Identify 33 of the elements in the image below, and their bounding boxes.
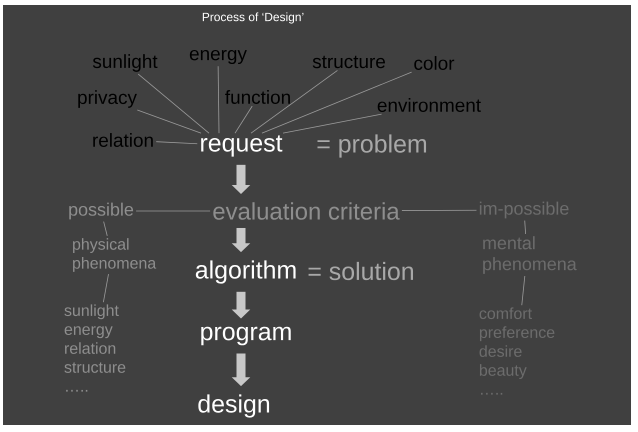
factor-text: environment	[378, 98, 481, 112]
equation-text: = problem	[318, 134, 426, 158]
connector-line	[234, 106, 253, 134]
flow-step-text: evaluation criteria	[213, 202, 400, 220]
factor-text: privacy	[78, 90, 137, 108]
title: Process of ‘Design’	[202, 12, 304, 24]
example-list: sunlight energy relation structure …..	[64, 304, 126, 392]
equation-text: = solution	[308, 262, 413, 280]
factor-text: relation	[93, 133, 153, 147]
connector-line	[282, 114, 382, 134]
connector-line	[218, 66, 220, 134]
factor-text: color	[414, 56, 454, 70]
connector-line	[138, 74, 210, 134]
connector-line	[250, 70, 338, 134]
factor-text: energy	[190, 50, 247, 64]
connector-line	[262, 72, 412, 134]
factor-text: sunlight	[92, 54, 158, 72]
connector-line	[136, 210, 210, 212]
factor-text: function	[225, 90, 290, 104]
connector-line	[524, 220, 526, 234]
factor-text: structure	[312, 56, 385, 68]
flow-step-text: request	[201, 135, 282, 157]
connector-line	[103, 221, 108, 236]
connector-line	[402, 210, 477, 211]
category-text: possible	[69, 202, 134, 220]
flow-step-text: algorithm	[196, 260, 296, 284]
connector-line	[102, 274, 109, 303]
flow-step-text: program	[201, 326, 291, 346]
flow-step-text: design	[198, 394, 270, 418]
phenomena-text: physical phenomena	[73, 238, 156, 272]
connector-line	[156, 141, 198, 144]
connector-line	[521, 276, 526, 306]
connector-line	[136, 110, 202, 134]
